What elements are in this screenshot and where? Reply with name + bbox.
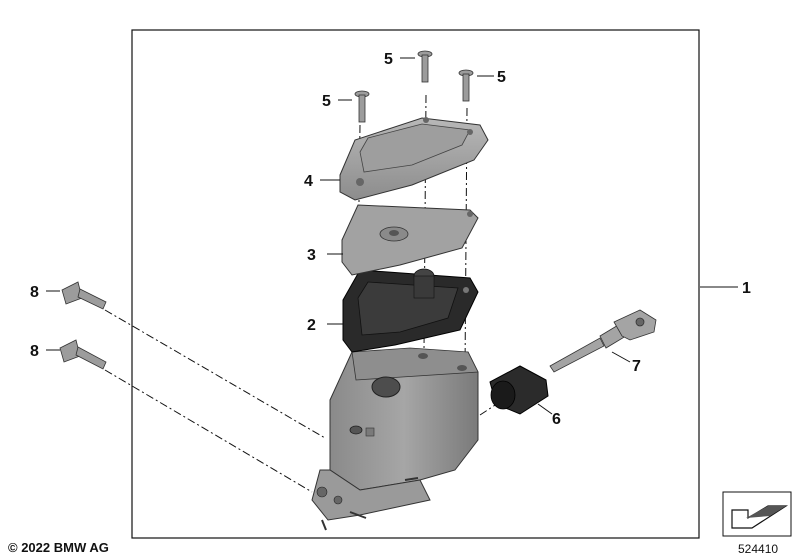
document-number: 524410 <box>738 542 779 556</box>
orientation-icon <box>722 491 792 537</box>
mounting-bolts <box>59 281 107 370</box>
assembly-frame <box>131 29 700 539</box>
copyright-notice: © 2022 BMW AG <box>8 540 109 555</box>
reservoir-diaphragm <box>342 268 479 353</box>
callout-5-left: 5 <box>322 93 331 110</box>
rubber-boot <box>489 365 549 415</box>
reservoir-plate <box>341 204 479 276</box>
reservoir-cover <box>339 117 489 201</box>
leader-lines <box>46 57 738 415</box>
callout-6: 6 <box>552 411 561 428</box>
cover-screws <box>354 50 474 123</box>
brake-master-cylinder-body <box>311 347 479 531</box>
callout-8-lower: 8 <box>30 343 39 360</box>
push-rod <box>549 309 657 373</box>
callout-5-top: 5 <box>384 51 393 68</box>
callout-3: 3 <box>307 247 316 264</box>
callout-1: 1 <box>742 280 751 297</box>
callout-8-upper: 8 <box>30 284 39 301</box>
callout-7: 7 <box>632 358 641 375</box>
callout-5-right: 5 <box>497 69 506 86</box>
callout-2: 2 <box>307 317 316 334</box>
callout-4: 4 <box>304 173 313 190</box>
